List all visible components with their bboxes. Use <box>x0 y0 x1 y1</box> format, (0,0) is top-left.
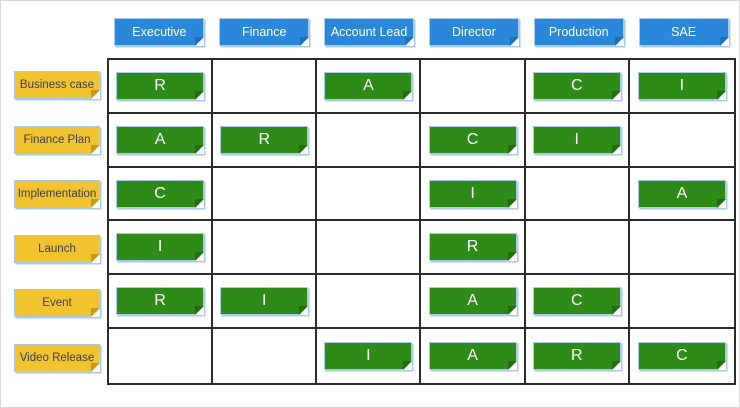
matrix-cell: A <box>629 168 734 222</box>
column-header-account-lead: Account Lead <box>324 18 415 46</box>
matrix-cell <box>629 114 734 168</box>
raci-badge: I <box>220 287 309 316</box>
raci-badge: C <box>532 71 621 100</box>
raci-badge: A <box>637 179 726 208</box>
raci-badge: R <box>220 125 309 154</box>
raci-badge: A <box>428 342 517 371</box>
raci-badge: C <box>116 179 205 208</box>
raci-badge: R <box>116 287 205 316</box>
column-header-director: Director <box>428 18 519 46</box>
matrix-cell: C <box>525 275 630 330</box>
column-headers: Executive Finance Account Lead Director … <box>107 18 736 46</box>
column-header-sae: SAE <box>638 18 729 46</box>
matrix-cell: I <box>421 167 526 222</box>
raci-badge: C <box>637 342 726 371</box>
raci-badge: I <box>532 125 621 154</box>
raci-badge: I <box>637 71 726 100</box>
matrix-cell: R <box>109 275 214 330</box>
raci-badge: R <box>428 233 517 262</box>
row-label-video-release: Video Release <box>14 343 100 372</box>
matrix-cell <box>109 329 214 383</box>
row-label-business-case: Business case <box>14 71 100 100</box>
matrix-cell <box>213 221 318 276</box>
raci-badge: A <box>428 287 517 316</box>
column-header-executive: Executive <box>114 18 205 46</box>
matrix-cell: R <box>213 113 318 168</box>
matrix-cell <box>421 60 526 114</box>
row-label-implementation: Implementation <box>14 180 100 209</box>
row-label-launch: Launch <box>14 234 100 263</box>
row-label-event: Event <box>14 289 100 318</box>
matrix-cell <box>213 60 318 114</box>
matrix-cell: R <box>109 60 214 114</box>
matrix-cell <box>525 167 630 222</box>
matrix-cell: C <box>421 113 526 168</box>
raci-badge: C <box>428 125 517 154</box>
matrix-cell: R <box>526 329 630 383</box>
row-labels: Business case Finance Plan Implementatio… <box>14 58 100 385</box>
matrix-cell <box>629 275 734 330</box>
raci-badge: A <box>324 71 413 100</box>
raci-badge: A <box>116 125 205 154</box>
matrix-cell <box>317 167 422 222</box>
matrix-cell <box>317 113 422 168</box>
matrix-cell <box>213 167 318 222</box>
column-header-production: Production <box>533 18 624 46</box>
raci-badge: R <box>116 71 205 100</box>
matrix-cell: I <box>317 329 422 383</box>
matrix-cell <box>629 221 734 276</box>
row-label-finance-plan: Finance Plan <box>14 125 100 154</box>
matrix-cell <box>317 221 422 276</box>
column-header-finance: Finance <box>219 18 310 46</box>
matrix-cell: I <box>629 60 734 114</box>
matrix-cell <box>525 221 630 276</box>
matrix-cell: I <box>109 221 214 276</box>
matrix-cell: A <box>421 275 526 330</box>
matrix-cell: C <box>109 167 214 222</box>
matrix-cell: I <box>525 113 630 168</box>
raci-badge: C <box>532 287 621 316</box>
matrix-cell <box>213 329 318 383</box>
raci-badge: I <box>428 179 517 208</box>
raci-badge: R <box>532 342 621 371</box>
matrix-cell <box>317 275 422 330</box>
matrix-cell: C <box>525 60 630 114</box>
matrix-cell: A <box>317 60 422 114</box>
raci-badge: I <box>116 233 205 262</box>
matrix-cell: R <box>421 221 526 276</box>
matrix-cell: A <box>109 113 214 168</box>
matrix-cell: C <box>630 329 734 383</box>
matrix-grid: R A C I A R C I C I A I R R I A C I A R <box>107 58 736 385</box>
raci-badge: I <box>324 342 413 371</box>
matrix-cell: A <box>421 329 526 383</box>
matrix-cell: I <box>213 275 318 330</box>
